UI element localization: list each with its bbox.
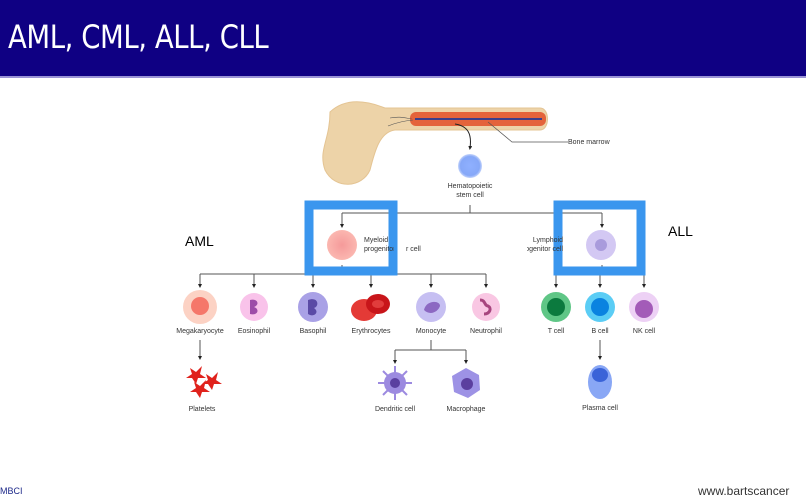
myeloid-progenitor-icon [327, 230, 357, 260]
nk-cell-icon [629, 292, 659, 322]
slide-title: AML, CML, ALL, CLL [8, 18, 269, 56]
basophil-icon [298, 292, 328, 322]
footer-organization: MBCI [0, 486, 23, 496]
lymphoid-label: Lymphoid progenitor cell [527, 237, 563, 253]
aml-annotation: AML [185, 233, 214, 249]
dendritic-cell-icon [378, 366, 412, 400]
platelets-icon [186, 366, 222, 398]
erythrocytes-label: Erythrocytes [351, 328, 391, 335]
megakaryocyte-label: Megakaryocyte [176, 328, 224, 335]
macrophage-icon [452, 368, 480, 398]
erythrocytes-icon [351, 294, 390, 321]
myeloid-label: Myeloid progenitor cell [364, 237, 394, 253]
slide-header: AML, CML, ALL, CLL [0, 0, 806, 78]
lymphoid-highlight-box [553, 200, 646, 276]
basophil-label: Basophil [299, 328, 327, 335]
neutrophil-label: Neutrophil [470, 328, 502, 335]
macrophage-label: Macrophage [446, 406, 486, 413]
t-cell-label: T cell [547, 328, 565, 335]
megakaryocyte-icon [183, 290, 217, 324]
lymphoid-progenitor-icon [586, 230, 616, 260]
eosinophil-label: Eosinophil [237, 328, 271, 335]
connector-lines [198, 205, 646, 364]
nk-cell-label: NK cell [632, 328, 656, 335]
footer-website: www.bartscancer [698, 484, 790, 498]
stem-cell-label-line1: Hematopoietic [447, 183, 493, 190]
bone-marrow-pointer [487, 121, 568, 143]
platelets-label: Platelets [188, 406, 216, 413]
eosinophil-icon [240, 293, 268, 321]
plasma-cell-icon [588, 365, 612, 399]
dendritic-cell-label: Dendritic cell [374, 406, 416, 413]
monocyte-icon [416, 292, 446, 322]
stem-cell-icon [458, 154, 482, 178]
bone-illustration [322, 101, 568, 185]
b-cell-label: B cell [591, 328, 609, 335]
myeloid-highlight-box [304, 200, 398, 276]
neutrophil-icon [472, 293, 500, 321]
bone-marrow-label: Bone marrow [568, 139, 610, 146]
monocyte-label: Monocyte [415, 328, 447, 335]
b-cell-icon [585, 292, 615, 322]
stem-cell-label-line2: stem cell [456, 192, 484, 199]
all-annotation: ALL [668, 223, 693, 239]
myeloid-label-tail: r cell [406, 246, 421, 253]
plasma-cell-label: Plasma cell [582, 405, 618, 412]
t-cell-icon [541, 292, 571, 322]
